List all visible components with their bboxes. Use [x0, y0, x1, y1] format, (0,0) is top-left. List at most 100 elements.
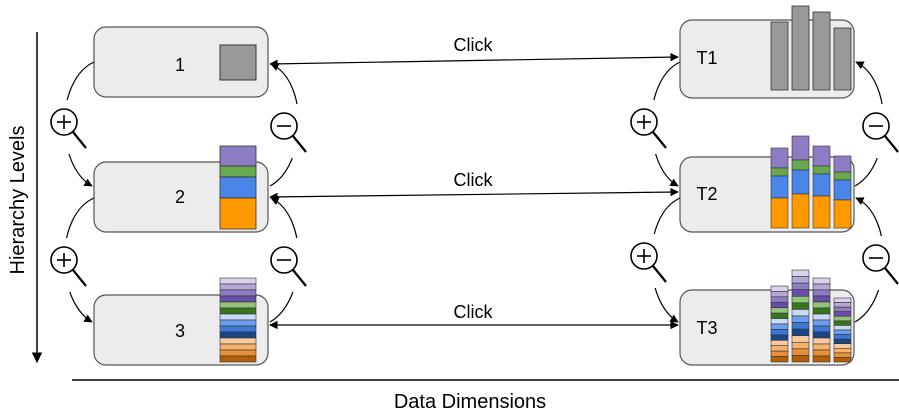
bar-segment [770, 312, 789, 319]
bar-segment [770, 175, 789, 199]
bar-segment [833, 315, 852, 322]
bar-segment [791, 282, 810, 291]
bar-segment [833, 357, 852, 363]
left-box-level-1: 1 [93, 26, 269, 98]
bar-segment [812, 319, 831, 327]
zoom-out-icon [266, 238, 310, 292]
bar-segment [833, 302, 852, 308]
bar-segment [791, 276, 810, 284]
swatch-segment [219, 295, 257, 303]
bar-segment [770, 356, 789, 363]
bar-segment [791, 309, 810, 317]
bar-segment [770, 147, 789, 169]
bar-segment [812, 289, 831, 297]
bar-segment [812, 145, 831, 167]
bar-segment [833, 329, 852, 335]
bar-segment [833, 352, 852, 358]
click-label: Click [454, 35, 494, 55]
bar-segment [770, 301, 789, 309]
zoom-in-icon [46, 100, 90, 154]
bar-segment [791, 315, 810, 323]
bar-segment [812, 295, 831, 303]
bar-group-T2 [770, 135, 852, 229]
bar-segment [812, 195, 831, 229]
bar-segment [770, 291, 789, 298]
bar-segment [833, 179, 852, 201]
bar-segment [833, 199, 852, 229]
swatch-segment [219, 331, 257, 339]
click-label: Click [454, 302, 494, 322]
bar [770, 21, 789, 91]
right-box-T3: T3 [679, 269, 855, 366]
bar-segment [833, 343, 852, 349]
bar-group-T3 [770, 269, 852, 363]
bar [791, 5, 810, 91]
bar-segment [770, 339, 789, 347]
right-box-label: T2 [696, 184, 717, 204]
bar-segment [812, 349, 831, 357]
bar-segment [791, 135, 810, 161]
gray-level-swatch [219, 44, 257, 81]
bar-segment [812, 307, 831, 315]
bar-segment [833, 334, 852, 340]
bar-segment [770, 345, 789, 352]
bar-segment [833, 338, 852, 345]
bar-segment [770, 307, 789, 314]
bar-segment [833, 320, 852, 326]
bar-segment [791, 322, 810, 330]
zoom-in-icon [626, 234, 670, 288]
bar-segment [770, 318, 789, 325]
left-box-label: 2 [175, 187, 185, 207]
bar-segment [791, 169, 810, 195]
bar-segment [791, 295, 810, 304]
bar-segment [833, 171, 852, 181]
left-box-level-3: 3 [93, 277, 269, 366]
zoom-out-icon [858, 104, 899, 158]
bar-segment [791, 159, 810, 171]
bar-segment [812, 331, 831, 339]
left-box-label: 1 [175, 55, 185, 75]
right-box-T1: T1 [679, 5, 855, 99]
swatch-segment [219, 283, 257, 291]
bar-segment [770, 167, 789, 177]
stacked-swatch-level-3 [219, 277, 257, 363]
bar-segment [791, 289, 810, 297]
bar-segment [833, 311, 852, 317]
vertical-axis-label: Hierarchy Levels [7, 126, 29, 275]
bar-segment [833, 306, 852, 313]
bar-segment [791, 355, 810, 363]
swatch-segment [219, 325, 257, 333]
swatch-segment [219, 301, 257, 309]
bar-segment [812, 313, 831, 321]
bar-segment [812, 325, 831, 333]
swatch-segment [219, 313, 257, 321]
right-box-T2: T2 [679, 135, 855, 233]
swatch-segment [219, 277, 257, 285]
left-box-label: 3 [175, 321, 185, 341]
swatch-segment [219, 337, 257, 345]
zoom-out-icon [858, 236, 899, 290]
click-label: Click [454, 170, 494, 190]
swatch-segment [219, 343, 257, 351]
bar-segment [812, 355, 831, 363]
bar-segment [833, 325, 852, 331]
right-box-label: T1 [696, 48, 717, 68]
swatch-segment [219, 289, 257, 297]
bar-segment [812, 283, 831, 291]
bar-segment [770, 197, 789, 229]
bar-segment [770, 285, 789, 292]
bar-segment [791, 335, 810, 343]
stacked-swatch-level-2 [219, 145, 257, 230]
left-box-level-2: 2 [93, 145, 269, 233]
bar-segment [812, 337, 831, 345]
zoom-in-icon [626, 100, 670, 154]
swatch-segment [219, 307, 257, 315]
bar-segment [812, 277, 831, 285]
bar-segment [770, 296, 789, 303]
bar-segment [791, 328, 810, 337]
bar-segment [770, 329, 789, 336]
bar-segment [770, 323, 789, 330]
bar-segment [833, 297, 852, 303]
swatch-segment [219, 319, 257, 327]
